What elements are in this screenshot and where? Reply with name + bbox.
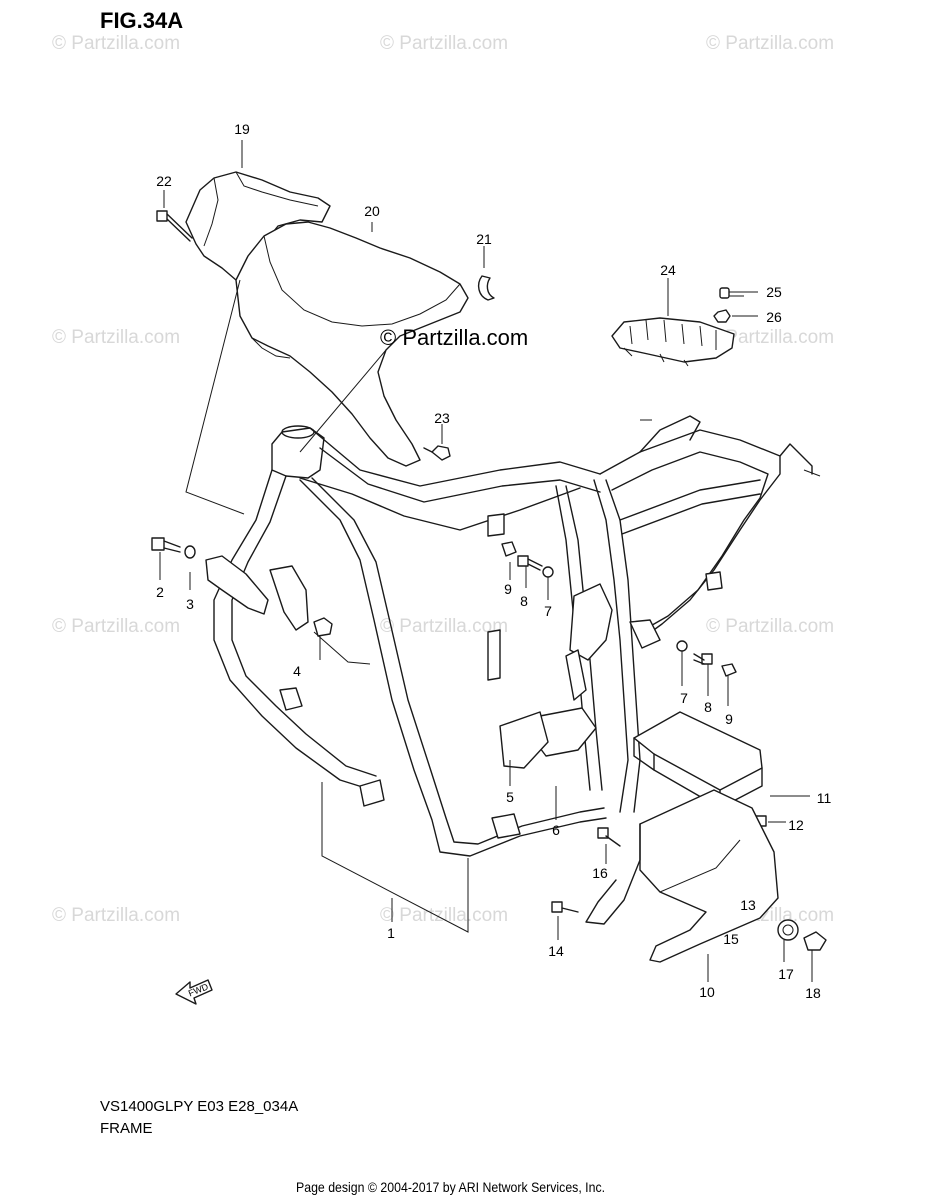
callout-8: 8 (704, 699, 712, 715)
part-10-bracket (585, 789, 779, 963)
callout-9: 9 (504, 581, 512, 597)
callout-6: 6 (552, 822, 560, 838)
section-name: FRAME (100, 1120, 153, 1137)
watermark: © Partzilla.com (380, 905, 509, 926)
figure-title: FIG.34A (100, 8, 184, 33)
callout-16: 16 (592, 865, 608, 881)
part-18-collar (803, 931, 827, 951)
callout-15: 15 (723, 931, 739, 947)
part-9-nut (501, 541, 517, 557)
part-7-washer (676, 640, 688, 652)
callout-14: 14 (548, 943, 564, 959)
part-9-nut (721, 663, 737, 677)
callout-23: 23 (434, 410, 450, 426)
callout-24: 24 (660, 262, 676, 278)
callout-13: 13 (740, 897, 756, 913)
watermark: © Partzilla.com (706, 616, 835, 637)
part-1-frame (205, 415, 821, 933)
fasteners (151, 445, 827, 951)
callout-5: 5 (506, 789, 514, 805)
callout-26: 26 (766, 309, 782, 325)
callout-1: 1 (387, 925, 395, 941)
callout-8: 8 (520, 593, 528, 609)
callout-11: 11 (816, 790, 832, 806)
part-17-grommet (777, 919, 799, 941)
watermark: © Partzilla.com (706, 33, 835, 54)
callout-19: 19 (234, 121, 250, 137)
watermark: © Partzilla.com (380, 33, 509, 54)
watermark-main: © Partzilla.com (380, 325, 529, 350)
callout-10: 10 (699, 984, 715, 1000)
part-26-nut (713, 309, 731, 323)
part-21-clip (477, 275, 495, 301)
callout-7: 7 (544, 603, 552, 619)
callout-17: 17 (778, 966, 794, 982)
model-code: VS1400GLPY E03 E28_034A (100, 1098, 299, 1115)
callout-21: 21 (476, 231, 492, 247)
callout-2: 2 (156, 584, 164, 600)
callout-7: 7 (680, 690, 688, 706)
part-25-screw (719, 287, 744, 299)
part-14-bolt (551, 901, 563, 913)
part-8-bolt (517, 555, 529, 567)
part-11-box (633, 711, 763, 809)
part-7-washer (542, 566, 554, 578)
page-credit: Page design © 2004-2017 by ARI Network S… (296, 1179, 606, 1195)
watermark: © Partzilla.com (52, 327, 181, 348)
callout-25: 25 (766, 284, 782, 300)
watermark: © Partzilla.com (52, 33, 181, 54)
watermark: © Partzilla.com (706, 327, 835, 348)
watermark: © Partzilla.com (52, 905, 181, 926)
callout-20: 20 (364, 203, 380, 219)
part-22-bolt (156, 210, 193, 242)
callout-3: 3 (186, 596, 194, 612)
part-2-bolt (151, 537, 165, 551)
fwd-direction-arrow (175, 979, 213, 1005)
part-4-nut (313, 617, 333, 637)
callout-9: 9 (725, 711, 733, 727)
part-23-bolt (431, 445, 451, 461)
callout-22: 22 (156, 173, 172, 189)
part-24-bracket (611, 317, 735, 367)
callout-18: 18 (805, 985, 821, 1001)
part-16-bolt (597, 827, 609, 839)
watermark: © Partzilla.com (380, 616, 509, 637)
watermark: © Partzilla.com (52, 616, 181, 637)
callout-12: 12 (788, 817, 804, 833)
callout-4: 4 (293, 663, 301, 679)
part-3-washer (184, 545, 196, 559)
leader-lines (159, 140, 813, 982)
part-19-cover (185, 171, 331, 281)
